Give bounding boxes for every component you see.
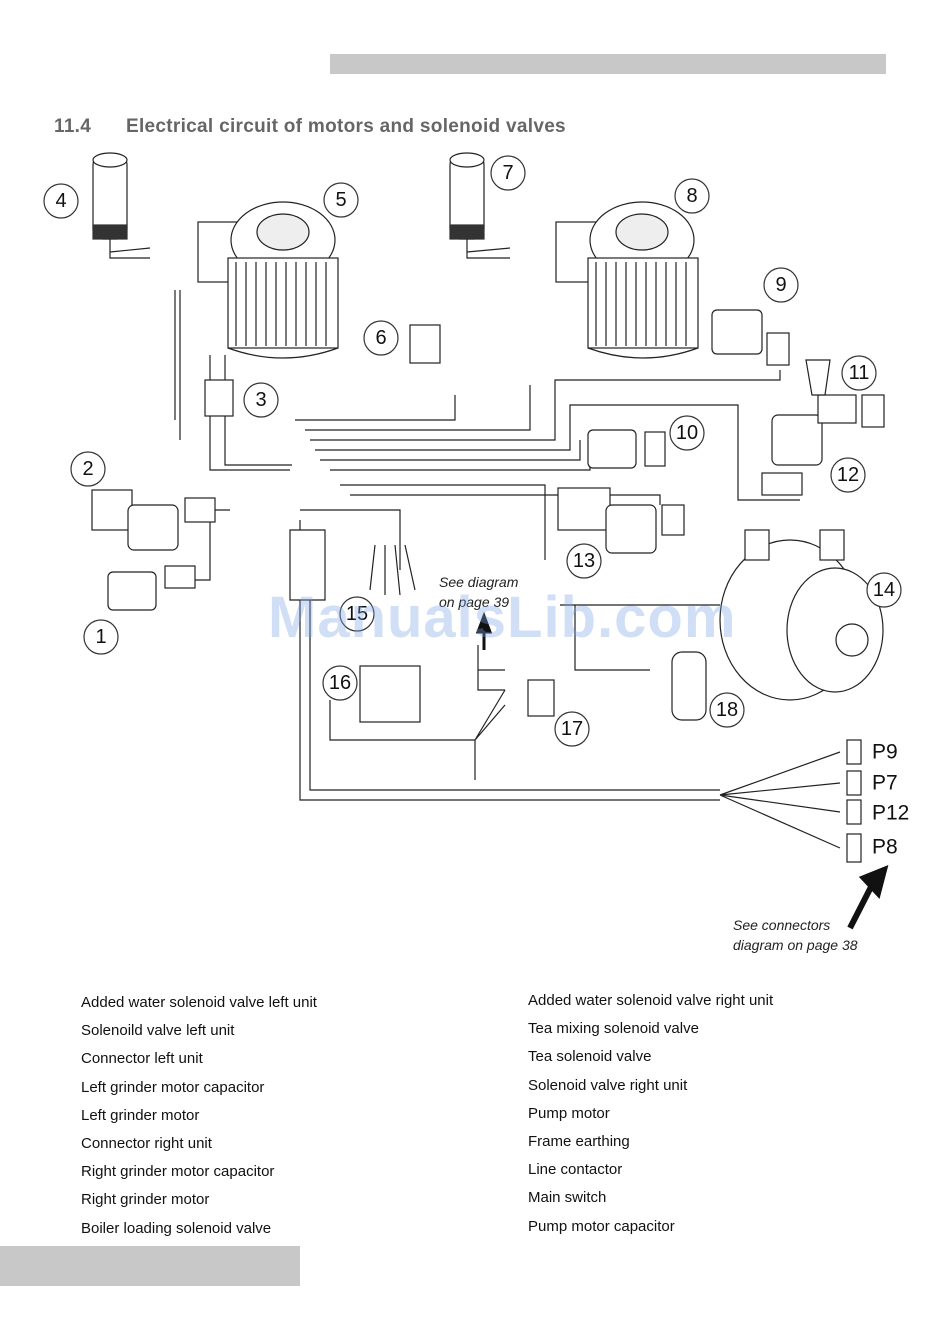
legend-item-4: Left grinder motor capacitor — [81, 1078, 265, 1096]
watermark: ManualsLib.com — [268, 585, 737, 650]
legend-item-15: Frame earthing — [528, 1133, 630, 1151]
callout-circle-3 — [243, 382, 279, 418]
legend-item-14: Pump motor — [528, 1104, 610, 1122]
callout-circle-14 — [866, 572, 902, 608]
legend-item-13: Solenoid valve right unit — [528, 1076, 688, 1094]
callout-circle-18 — [709, 692, 745, 728]
legend-item-16: Line contactor — [528, 1161, 623, 1179]
callout-circle-2 — [70, 451, 106, 487]
callout-10: 10 — [676, 422, 698, 444]
legend-item-7: Right grinder motor capacitor — [81, 1163, 275, 1181]
callout-1: 1 — [95, 626, 106, 648]
pump-motor — [719, 529, 884, 701]
callout-5: 5 — [335, 189, 346, 211]
see-diagram-note: See diagram on page 39 — [439, 572, 518, 612]
legend-item-18: Pump motor capacitor — [528, 1217, 675, 1235]
legend-item-10: Added water solenoid valve right unit — [528, 992, 774, 1009]
callout-circle-11 — [841, 355, 877, 391]
solenoid-valve-9 — [711, 309, 790, 366]
legend-item-17: Main switch — [528, 1189, 607, 1207]
section-heading: Electrical circuit of motors and solenoi… — [126, 116, 566, 137]
see-diagram-line-2: on page 39 — [439, 594, 510, 610]
callout-circle-6 — [363, 320, 399, 356]
pump-capacitor — [671, 651, 707, 721]
legend-item-2: Solenoild valve left unit — [81, 1022, 235, 1040]
callout-circle-4 — [43, 183, 79, 219]
grinder-motor-left — [197, 201, 339, 359]
line-contactor — [359, 665, 421, 723]
header-bar — [330, 54, 886, 74]
see-connectors-line-2: diagram on page 38 — [733, 937, 858, 953]
callout-15: 15 — [346, 603, 368, 625]
legend-item-5: Left grinder motor — [81, 1106, 200, 1124]
callout-2: 2 — [82, 458, 93, 480]
see-connectors-line-1: See connectors — [733, 917, 831, 933]
legend-item-11: Tea mixing solenoid valve — [528, 1020, 699, 1038]
legend-item-3: Connector left unit — [81, 1050, 203, 1068]
legend-item-6: Connector right unit — [81, 1135, 212, 1153]
legend-item-9: Boiler loading solenoid valve — [81, 1219, 272, 1237]
callout-13: 13 — [573, 550, 595, 572]
connector-left-housing — [204, 379, 234, 417]
callout-circle-5 — [323, 182, 359, 218]
connector-label-p7: P7 — [872, 772, 898, 795]
earth-lugs — [369, 544, 416, 596]
callout-circle-8 — [674, 178, 710, 214]
callout-7: 7 — [502, 162, 513, 184]
callout-circle-16 — [322, 665, 358, 701]
legend-item-12: Tea solenoid valve — [528, 1048, 652, 1066]
arrow-diagonal-icon — [847, 865, 889, 930]
callout-18: 18 — [716, 699, 738, 721]
section-title: 11.4 Electrical circuit of motors and sol… — [54, 116, 566, 138]
callout-17: 17 — [561, 718, 583, 740]
footer-bar — [0, 1246, 300, 1286]
solenoid-valve-11-12 — [761, 359, 885, 496]
callout-8: 8 — [686, 185, 697, 207]
callout-circle-9 — [763, 267, 799, 303]
callout-circle-15 — [339, 596, 375, 632]
callout-14: 14 — [873, 579, 895, 601]
callout-circle-7 — [490, 155, 526, 191]
callout-11: 11 — [849, 362, 870, 384]
legend-item-8: Right grinder motor — [81, 1191, 210, 1209]
capacitor-left — [92, 152, 151, 259]
see-connectors-note: See connectors diagram on page 38 — [733, 915, 858, 955]
connector-label-p12: P12 — [872, 802, 909, 825]
callout-4: 4 — [55, 190, 66, 212]
callout-circle-17 — [554, 711, 590, 747]
see-diagram-line-1: See diagram — [439, 574, 519, 590]
solenoid-valve-10 — [587, 429, 666, 469]
callout-circle-10 — [669, 415, 705, 451]
callout-circle-12 — [830, 457, 866, 493]
capacitor-right — [449, 152, 511, 259]
legend-right: Added water solenoid valve right unit Te… — [528, 987, 773, 1241]
solenoid-valve-1 — [107, 565, 196, 611]
connector-label-p9: P9 — [872, 741, 898, 764]
grinder-motor-right — [555, 201, 699, 359]
solenoid-valve-13 — [557, 487, 685, 554]
wiring-diagram: 1 2 3 4 5 6 7 8 9 10 11 12 13 14 15 16 1… — [43, 152, 909, 930]
connector-label-p8: P8 — [872, 836, 898, 859]
callout-circle-13 — [566, 543, 602, 579]
arrow-up-icon — [475, 611, 493, 650]
legend-left: Added water solenoid valve left unit Sol… — [81, 989, 317, 1243]
legend-item-1: Added water solenoid valve left unit — [81, 994, 317, 1011]
section-number: 11.4 — [54, 116, 92, 137]
connector-right-housing — [409, 324, 441, 364]
callout-6: 6 — [375, 327, 386, 349]
main-switch-device — [527, 679, 555, 717]
solenoid-valve-2 — [91, 489, 216, 551]
callout-9: 9 — [775, 274, 786, 296]
callout-16: 16 — [329, 672, 351, 694]
callout-circle-1 — [83, 619, 119, 655]
connector-plugs — [846, 739, 862, 863]
callout-12: 12 — [837, 464, 859, 486]
callout-3: 3 — [255, 389, 266, 411]
